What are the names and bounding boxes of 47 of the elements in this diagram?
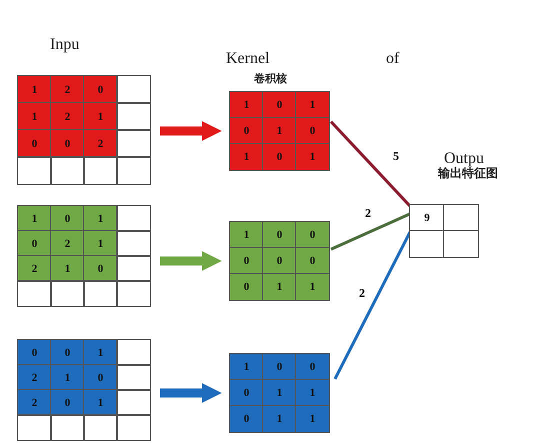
matrix-cell: 1 xyxy=(295,273,330,301)
matrix-cell: 1 xyxy=(262,405,297,433)
heading-label: Inpu xyxy=(50,36,80,54)
matrix-cell: 1 xyxy=(262,273,297,301)
matrix-cell: 2 xyxy=(17,255,52,282)
matrix-cell: 0 xyxy=(50,129,85,158)
matrix-cell: 1 xyxy=(295,405,330,433)
matrix-cell: 0 xyxy=(83,75,118,104)
matrix-cell: 1 xyxy=(50,255,85,282)
matrix-cell: 0 xyxy=(50,389,85,416)
connector-line xyxy=(330,120,412,208)
matrix-cell: 1 xyxy=(295,143,330,171)
matrix-grid xyxy=(18,76,150,184)
edge-label: 5 xyxy=(392,150,400,163)
matrix-grid xyxy=(230,354,329,432)
matrix-cell: 0 xyxy=(295,221,330,249)
matrix-cell: 0 xyxy=(295,353,330,381)
matrix-cell: 0 xyxy=(262,143,297,171)
matrix-grid xyxy=(230,222,329,300)
block-arrow xyxy=(160,383,222,403)
matrix-cell: 1 xyxy=(83,389,118,416)
matrix-cell: 2 xyxy=(17,389,52,416)
heading-label: 输出特征图 xyxy=(438,166,498,180)
edge-label: 2 xyxy=(364,207,372,220)
matrix-cell: 0 xyxy=(83,255,118,282)
edge-label: 2 xyxy=(358,287,366,300)
matrix-grid xyxy=(410,205,478,257)
matrix-cell: 1 xyxy=(229,143,264,171)
heading-label: of xyxy=(386,50,400,68)
matrix-cell: 0 xyxy=(229,273,264,301)
matrix-grid xyxy=(18,340,150,440)
matrix-cell: 1 xyxy=(295,91,330,119)
matrix-cell: 0 xyxy=(229,405,264,433)
heading-label: Outpu xyxy=(444,150,484,167)
block-arrow xyxy=(160,121,222,141)
connector-line xyxy=(334,231,412,380)
matrix-cell: 0 xyxy=(295,247,330,275)
matrix-cell: 1 xyxy=(295,379,330,407)
heading-label: Kernel xyxy=(226,50,270,68)
matrix-cell: 1 xyxy=(83,102,118,131)
matrix-cell: 0 xyxy=(295,117,330,145)
matrix-grid xyxy=(18,206,150,306)
block-arrow xyxy=(160,251,222,271)
matrix-cell: 2 xyxy=(83,129,118,158)
connector-line xyxy=(330,212,411,251)
matrix-grid xyxy=(230,92,329,170)
matrix-cell: 0 xyxy=(17,129,52,158)
